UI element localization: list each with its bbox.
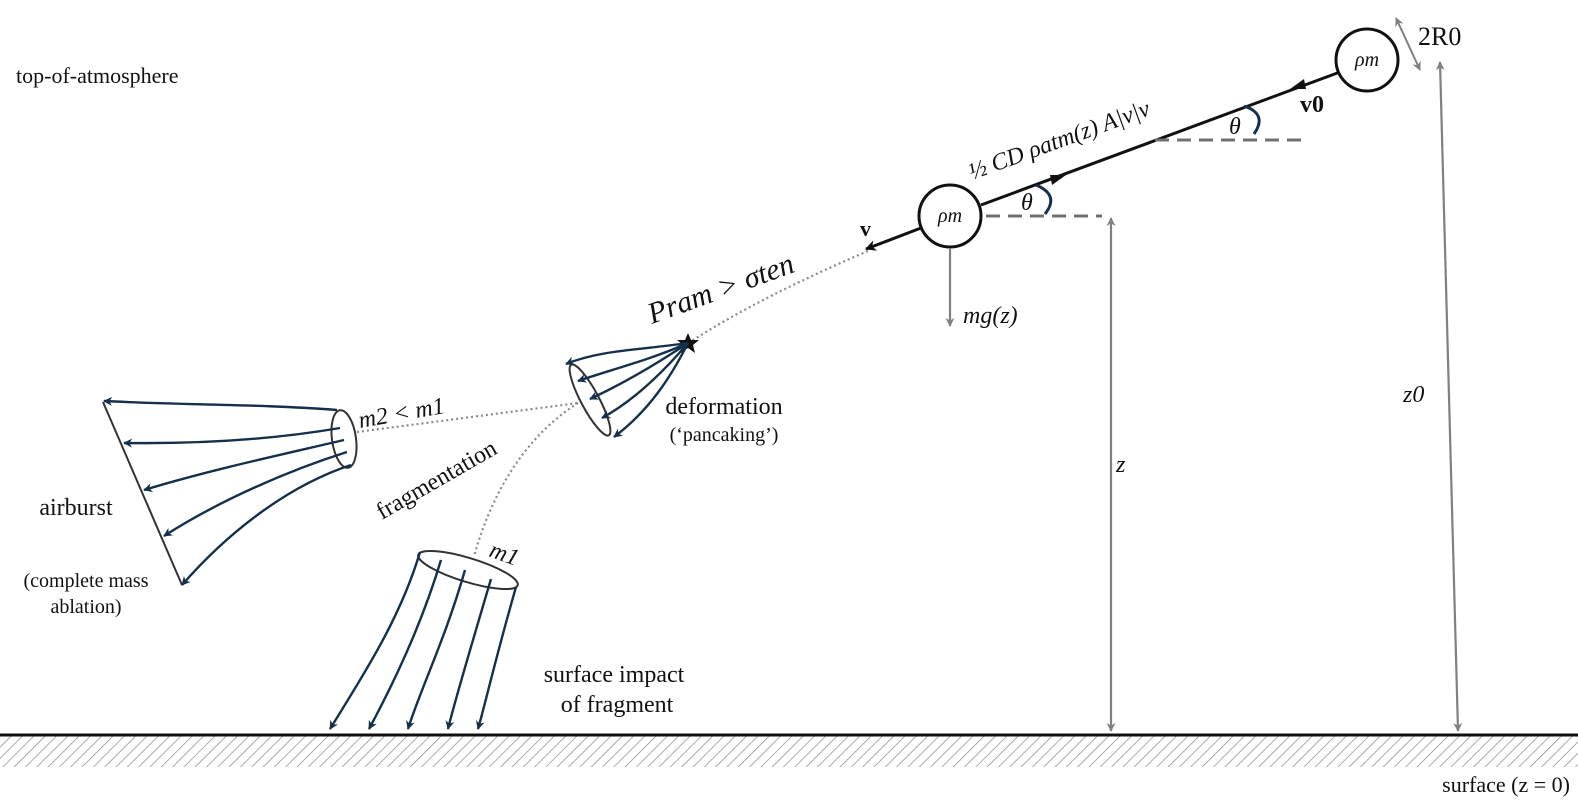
drag-force-label: ½ CD ρatm(z) A|v|v (965, 96, 1154, 186)
deformation-label: deformation (665, 394, 782, 420)
v0-label: v0 (1300, 92, 1324, 118)
diameter-arrow (1395, 17, 1421, 71)
surface-impact-label-1: surface impact (544, 662, 685, 688)
v0-arrow-head (1290, 79, 1306, 89)
drag-arrow-head (1050, 175, 1066, 185)
ram-pressure-label: Pram > σten (642, 247, 798, 331)
altitude-z-label: z (1115, 452, 1126, 478)
surface-label: surface (z = 0) (1442, 772, 1570, 797)
initial-rho-label: ρm (1354, 49, 1379, 71)
angle-arc-top (1243, 104, 1261, 135)
pancake-fragment (565, 341, 690, 438)
impact-fragment (328, 549, 519, 730)
angle-arc-current (1035, 183, 1053, 215)
theta-top: θ (1229, 114, 1241, 140)
current-rho-label: ρm (937, 205, 962, 227)
path-to-breakup (689, 249, 869, 343)
airburst-fragment (102, 396, 358, 586)
complete-mass-label: (complete mass (24, 570, 149, 592)
m2-lt-m1-label: m2 < m1 (357, 393, 447, 434)
path-to-m2 (356, 401, 579, 434)
pancaking-label: (‘pancaking’) (670, 424, 779, 446)
ground-hatch (0, 735, 1578, 767)
current-meteoroid (917, 183, 983, 249)
ablation-label: ablation) (50, 596, 121, 618)
surface-impact-label-2: of fragment (561, 692, 674, 718)
altitude-z0-arrow (1435, 61, 1463, 732)
path-to-m1 (472, 402, 579, 557)
v-label: v (860, 216, 871, 241)
gravity-label: mg(z) (963, 303, 1018, 329)
theta-current: θ (1021, 190, 1033, 216)
airburst-label: airburst (39, 495, 113, 521)
diameter-label: 2R0 (1418, 22, 1461, 51)
velocity-short-line (864, 226, 922, 251)
top-of-atmosphere-label: top-of-atmosphere (16, 63, 179, 88)
altitude-z0-label: z0 (1402, 382, 1424, 408)
fragmentation-label: fragmentation (372, 435, 502, 525)
